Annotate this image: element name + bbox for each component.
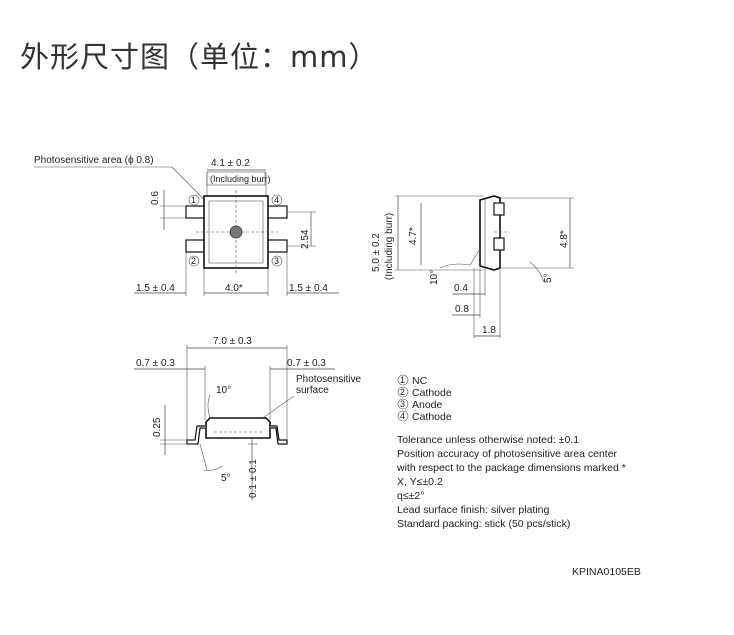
legend-pin-1-number: 1 xyxy=(400,375,405,385)
note-theta: q≤±2° xyxy=(397,490,424,502)
front-lead-right xyxy=(270,425,288,445)
side-including-burr: (Including burr) xyxy=(384,213,395,280)
note-xy: X, Y≤±0.2 xyxy=(397,476,443,488)
legend-pin-4-name: Cathode xyxy=(412,411,452,423)
legend-pin-3-number: 3 xyxy=(400,399,405,409)
page-title: 外形尺寸图（单位：mm） xyxy=(20,40,379,74)
pin-4-number: 4 xyxy=(274,195,279,205)
body-width-dim: 4.0* xyxy=(225,283,243,294)
note-position-accuracy: Position accuracy of photosensitive area… xyxy=(397,448,618,460)
including-burr-label: (Including burr) xyxy=(210,174,271,184)
legend-pin-2-number: 2 xyxy=(400,387,405,397)
left-lead-dim: 1.5 ± 0.4 xyxy=(136,283,175,294)
side-view: 5.0 ± 0.2 (Including burr) 4.7* 4.8* 10°… xyxy=(371,195,574,338)
legend-pin-2-name: Cathode xyxy=(412,387,452,399)
legend-pin-1-name: NC xyxy=(412,375,428,387)
lead-width-dim: 0.6 xyxy=(150,191,161,205)
side-angle-left: 10° xyxy=(429,270,440,285)
front-left-lead-dim: 0.7 ± 0.3 xyxy=(136,358,175,369)
legend-pin-3-name: Anode xyxy=(412,399,443,411)
side-dim-08: 0.8 xyxy=(455,304,469,315)
pin-3-marker xyxy=(271,255,283,267)
photosensitive-area-label: Photosensitive area (ϕ 0.8) xyxy=(34,155,154,166)
side-height-dim: 5.0 ± 0.2 xyxy=(371,233,382,272)
notes: Tolerance unless otherwise noted: ±0.1 P… xyxy=(396,434,626,530)
pin-3-number: 3 xyxy=(274,256,279,266)
surface-label-line1: Photosensitive xyxy=(296,374,361,385)
front-dim-01: 0.1 ± 0.1 xyxy=(248,459,259,498)
top-view: Photosensitive area (ϕ 0.8) 4.1 ± 0.2 (I… xyxy=(34,155,339,296)
pin-4-marker xyxy=(271,194,283,206)
side-lead-bottom xyxy=(493,237,505,251)
front-view: 7.0 ± 0.3 0.7 ± 0.3 0.7 ± 0.3 Photosensi… xyxy=(134,336,361,500)
side-right-height: 4.8* xyxy=(559,230,570,248)
note-packing: Standard packing: stick (50 pcs/stick) xyxy=(397,518,570,530)
note-reference: with respect to the package dimensions m… xyxy=(396,462,626,474)
surface-label-line2: surface xyxy=(296,385,329,396)
right-lead-dim: 1.5 ± 0.4 xyxy=(289,283,328,294)
legend-pin-4-number: 4 xyxy=(400,411,405,421)
note-tolerance: Tolerance unless otherwise noted: ±0.1 xyxy=(397,434,579,446)
pin-legend: 1 NC 2 Cathode 3 Anode 4 Cathode xyxy=(397,374,452,423)
side-dim-18: 1.8 xyxy=(482,325,496,336)
front-right-lead-dim: 0.7 ± 0.3 xyxy=(287,358,326,369)
front-lead-left xyxy=(186,425,206,445)
note-lead-finish: Lead surface finish: silver plating xyxy=(397,504,549,516)
front-angle-bottom: 5° xyxy=(221,473,231,484)
drawing-code: KPINA0105EB xyxy=(572,566,641,578)
width-dim-label: 4.1 ± 0.2 xyxy=(211,158,250,169)
pin-pitch-dim: 2.54 xyxy=(300,229,311,249)
side-lead-top xyxy=(493,202,505,216)
pin-1-marker xyxy=(188,194,200,206)
front-dim-025: 0.25 xyxy=(152,417,163,437)
pin-2-number: 2 xyxy=(191,256,196,266)
side-dim-04: 0.4 xyxy=(454,283,468,294)
package-body-front xyxy=(205,417,271,439)
pin-2-marker xyxy=(188,255,200,267)
side-inner-height: 4.7* xyxy=(408,227,419,245)
pin-1-number: 1 xyxy=(191,195,196,205)
front-overall-dim: 7.0 ± 0.3 xyxy=(213,336,252,347)
front-angle-top: 10° xyxy=(216,385,231,396)
photosensitive-area-dot xyxy=(229,225,243,239)
side-angle-right: 5° xyxy=(543,273,554,283)
